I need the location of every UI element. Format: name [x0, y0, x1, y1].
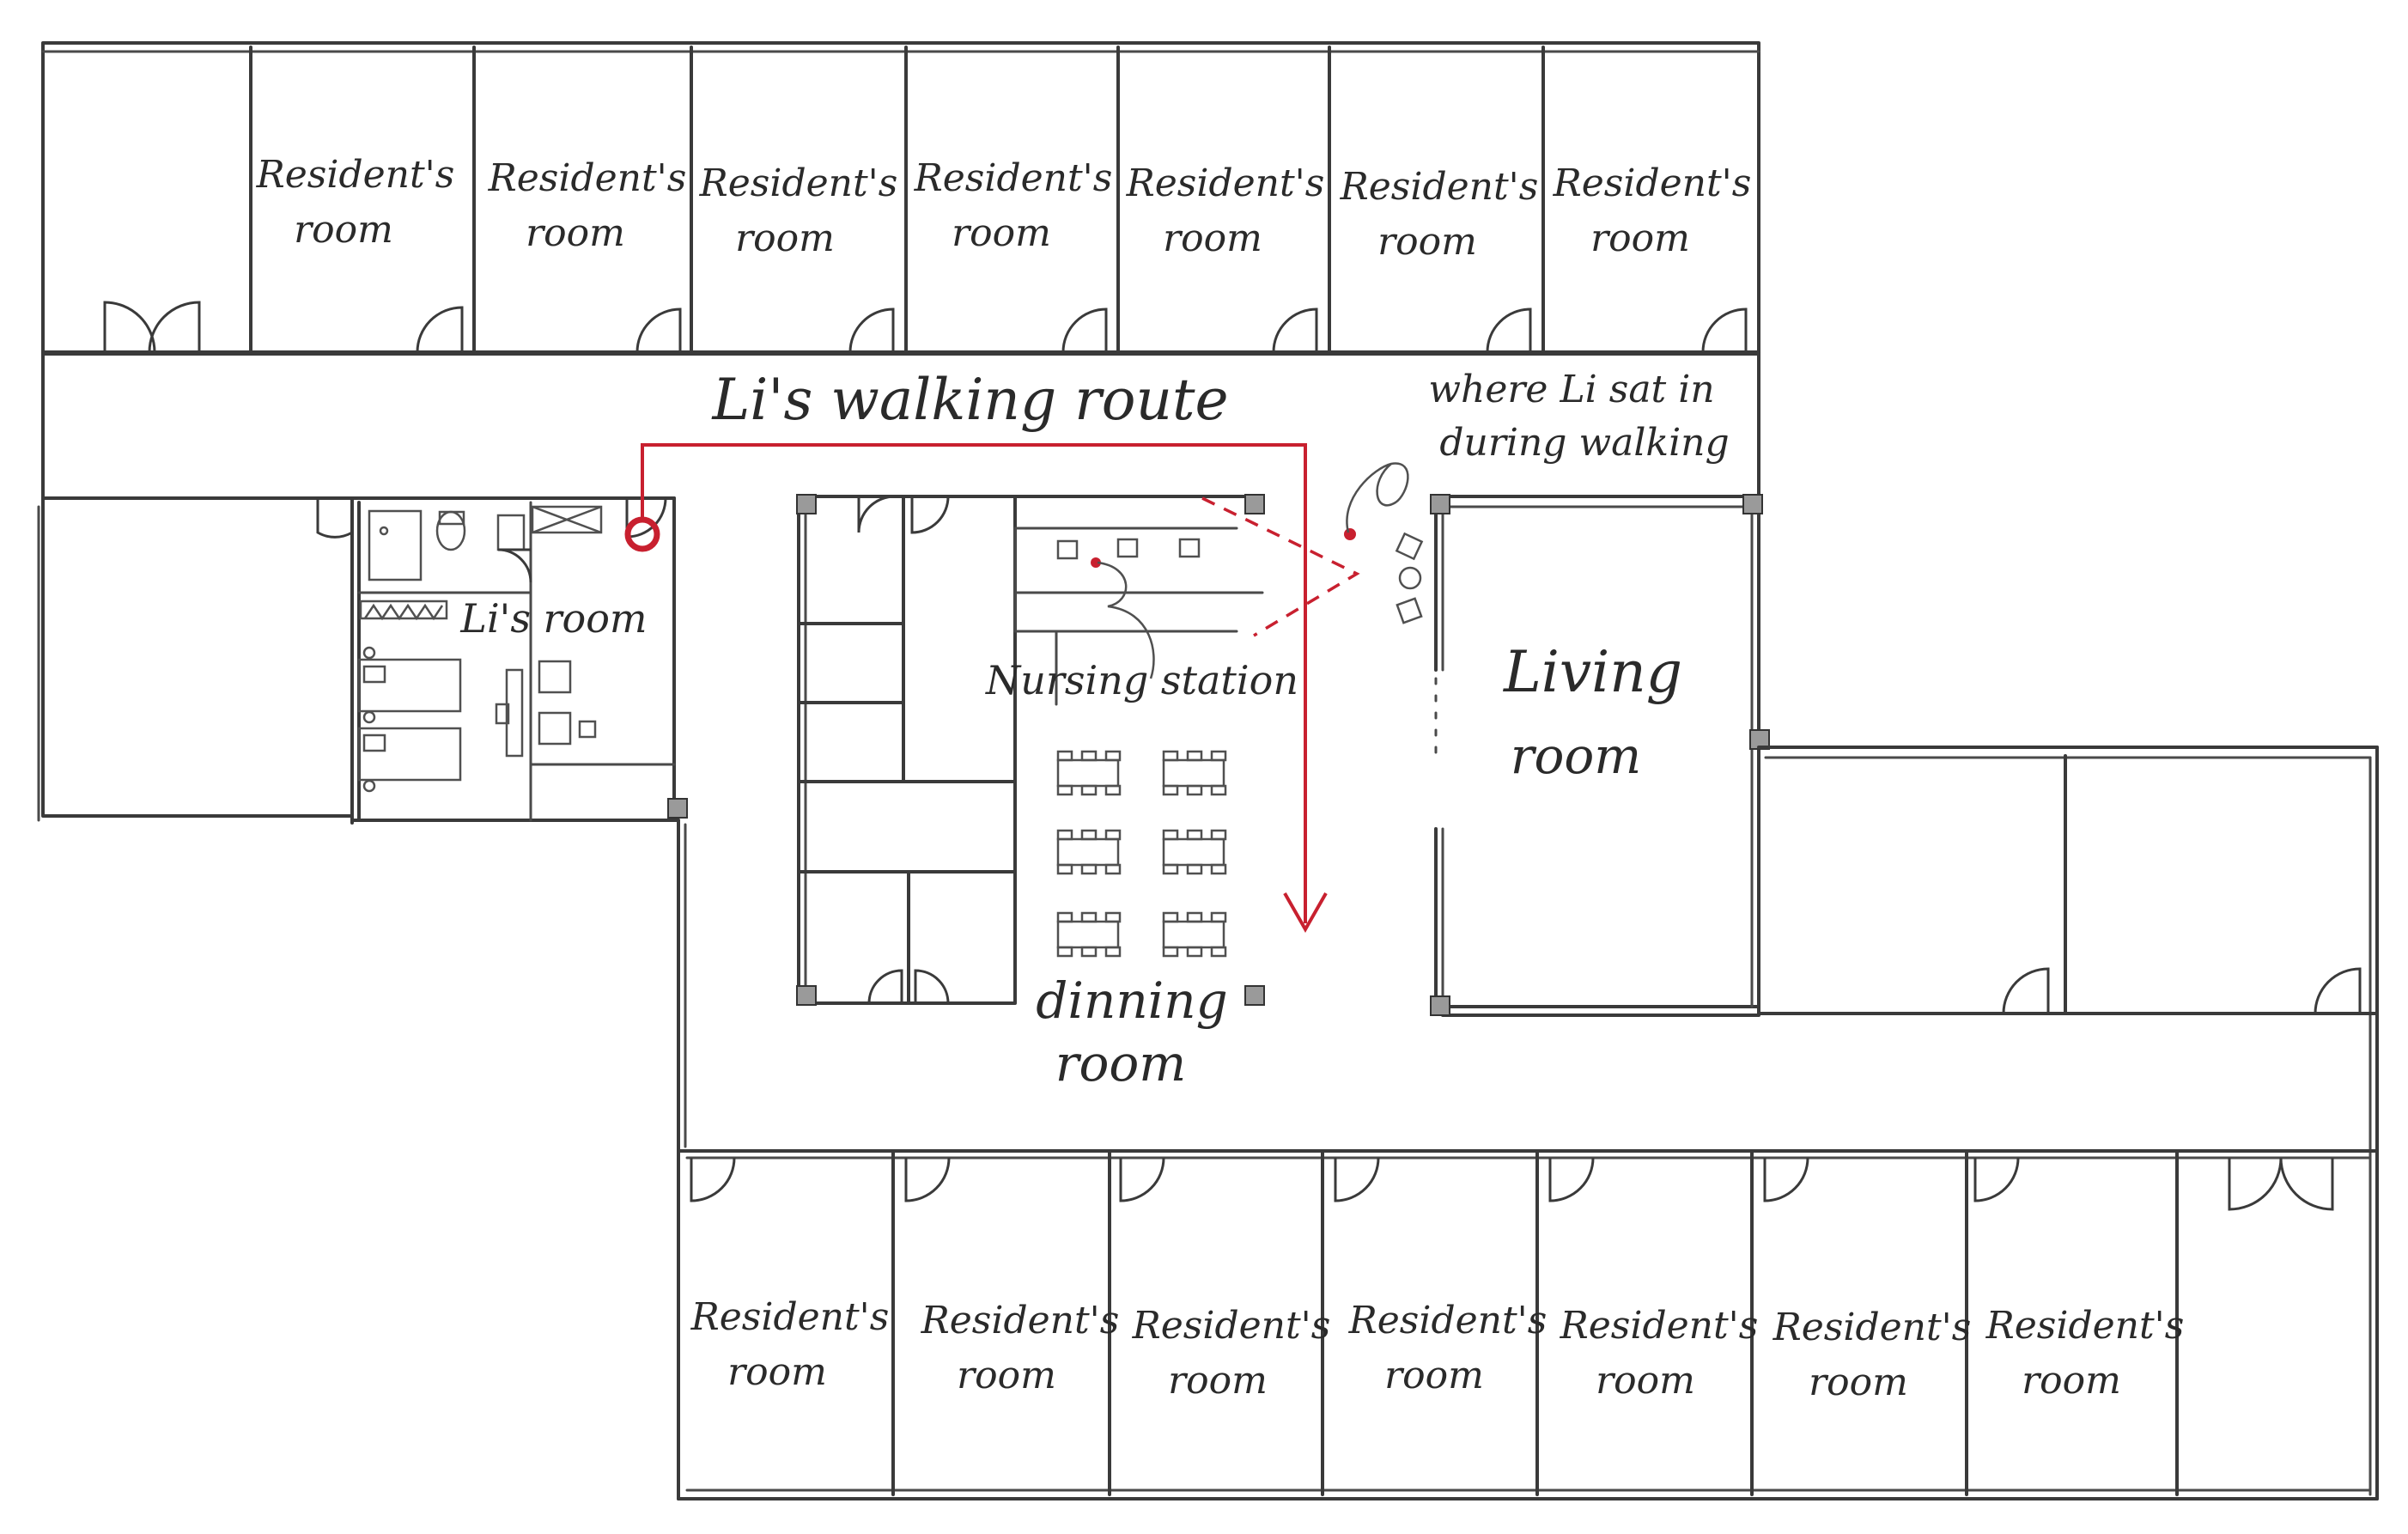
route-label: Li's walking route — [711, 367, 1228, 433]
resident-room-label: room — [1384, 1354, 1484, 1397]
route-arrow-head — [1283, 892, 1328, 934]
resident-room-label: Resident's — [256, 153, 455, 197]
top-wing-labels: Resident's room Resident's room Resident… — [256, 153, 1752, 264]
resident-room-label: room — [2022, 1359, 2121, 1403]
seat-note-pointer — [1346, 462, 1409, 533]
resident-room-label: room — [1163, 216, 1262, 260]
resident-room-label: room — [526, 211, 625, 255]
central-walls — [667, 798, 688, 1148]
resident-room-label: Resident's — [921, 1299, 1120, 1342]
living-room-label: Living — [1503, 639, 1682, 705]
route-path — [641, 443, 1307, 923]
bottom-wing — [677, 1145, 2379, 1501]
resident-room-label: Resident's — [1132, 1304, 1331, 1348]
walking-route: Li's walking route where Li sat in durin… — [624, 367, 1730, 934]
living-room: Living room — [1395, 494, 1770, 1017]
resident-room-label: room — [735, 216, 835, 260]
resident-room-label: Resident's — [488, 156, 687, 200]
seat-note-line1: where Li sat in — [1428, 368, 1714, 411]
resident-room-label: room — [957, 1354, 1056, 1397]
nursing-station: Nursing station — [985, 494, 1298, 706]
resident-room-label: room — [1168, 1359, 1268, 1403]
living-room-label: room — [1511, 727, 1642, 785]
left-block: Li's room — [37, 496, 680, 825]
resident-room-label: Resident's — [1553, 161, 1752, 205]
seat-marker — [1344, 528, 1356, 540]
resident-room-label: Resident's — [914, 156, 1113, 200]
resident-room-label: Resident's — [1985, 1304, 2185, 1348]
top-corridor — [41, 352, 1760, 500]
resident-room-label: Resident's — [1340, 165, 1539, 209]
dining-room-label: dinning — [1036, 971, 1227, 1030]
resident-room-label: room — [1590, 216, 1690, 260]
resident-room-label: Resident's — [699, 161, 898, 205]
resident-room-label: Resident's — [690, 1295, 890, 1339]
resident-room-label: room — [294, 208, 393, 252]
nursing-station-label: Nursing station — [985, 657, 1298, 703]
seating-sightline — [1201, 496, 1360, 637]
resident-room-label: room — [727, 1350, 827, 1394]
dining-room-label: room — [1055, 1034, 1187, 1093]
top-wing — [41, 41, 1760, 356]
bottom-wing-labels: Resident's room Resident's room Resident… — [690, 1295, 2185, 1404]
li-room-label: Li's room — [459, 595, 647, 642]
seat-note-line2: during walking — [1439, 421, 1729, 465]
resident-room-label: Resident's — [1348, 1299, 1548, 1342]
dining-area: dinning room — [1036, 750, 1265, 1093]
resident-room-label: room — [1809, 1361, 1908, 1404]
resident-room-label: Resident's — [1773, 1306, 1972, 1349]
resident-room-label: Resident's — [1126, 161, 1325, 205]
resident-room-label: room — [952, 211, 1051, 255]
resident-room-label: room — [1596, 1359, 1695, 1403]
right-wing — [1757, 746, 2379, 1501]
resident-room-label: Resident's — [1560, 1304, 1759, 1348]
inner-block — [796, 494, 1017, 1006]
resident-room-label: room — [1377, 220, 1477, 264]
